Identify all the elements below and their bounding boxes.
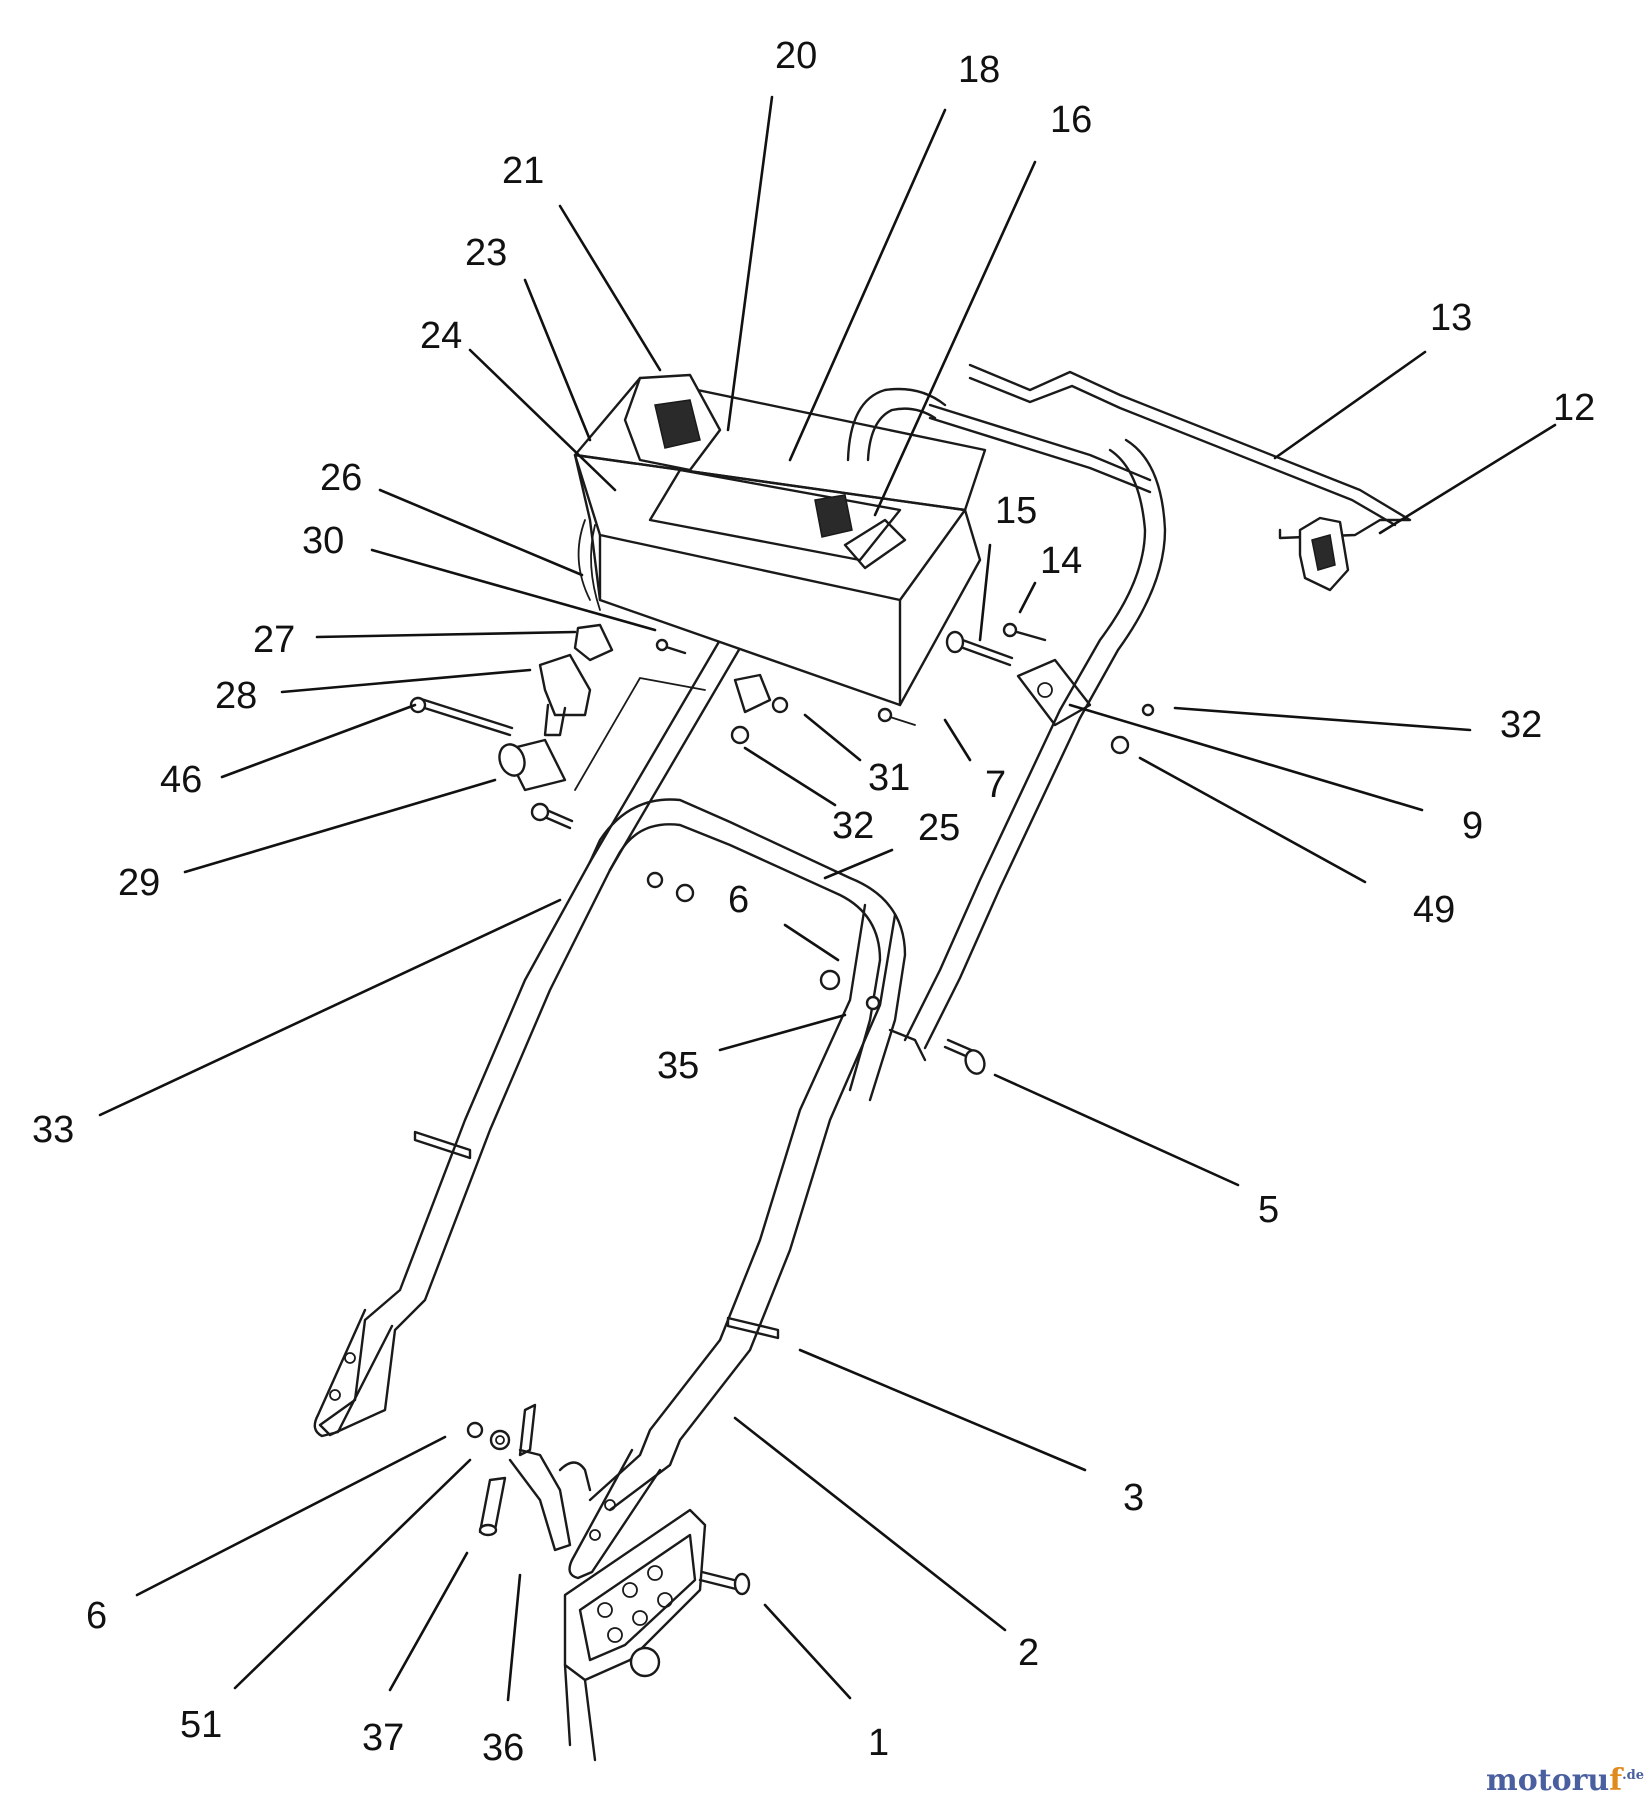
- panel-inner-tray: [648, 468, 902, 562]
- right-handle-pivot-plate: [568, 1448, 662, 1580]
- callout-36: 36: [482, 1727, 524, 1769]
- callout-32-left: 32: [832, 805, 874, 847]
- upper-handle-bar: [588, 798, 907, 1102]
- leader-lines: [98, 95, 1557, 1702]
- panel-top-face: [573, 376, 987, 512]
- right-upper-tube: [903, 708, 1082, 1050]
- callout-7: 7: [985, 764, 1006, 806]
- pivot-bracket: [1016, 658, 1092, 727]
- callout-30: 30: [302, 520, 344, 562]
- watermark-logo: motoruf.de: [1486, 1763, 1644, 1798]
- left-handle-pivot-plate: [313, 1308, 394, 1438]
- callout-25: 25: [918, 807, 960, 849]
- callout-16: 16: [1050, 99, 1092, 141]
- callout-23: 23: [465, 232, 507, 274]
- callout-29: 29: [118, 862, 160, 904]
- callout-46: 46: [160, 759, 202, 801]
- callout-24: 24: [420, 315, 462, 357]
- upper-main-tube: [588, 638, 742, 872]
- callout-33: 33: [32, 1109, 74, 1151]
- callout-32-right: 32: [1500, 704, 1542, 746]
- watermark-tld: .de: [1622, 1768, 1644, 1783]
- hardware-parts: [409, 622, 1155, 1075]
- left-handle-clip: [413, 1130, 472, 1160]
- ignition-wire: [574, 677, 706, 791]
- watermark-main: motoru: [1485, 1763, 1610, 1798]
- watermark-accent: f: [1609, 1763, 1623, 1798]
- callout-labels: 1 2 3 5 6 6 7 9 12 13 14 15 16 18 20 21 …: [32, 35, 1595, 1769]
- callout-6-lower: 6: [86, 1595, 107, 1637]
- callout-20: 20: [775, 35, 817, 77]
- handle-assembly-drawing: [313, 363, 1412, 1762]
- callout-18: 18: [958, 49, 1000, 91]
- callout-28: 28: [215, 675, 257, 717]
- callout-51: 51: [180, 1704, 222, 1746]
- callout-13: 13: [1430, 297, 1472, 339]
- callout-31: 31: [868, 757, 910, 799]
- right-lower-handle: [588, 903, 897, 1512]
- deck-bracket: [563, 1508, 751, 1762]
- right-upper-tube-top: [1058, 438, 1167, 720]
- callout-5: 5: [1258, 1189, 1279, 1231]
- callout-12: 12: [1553, 387, 1595, 429]
- callout-26: 26: [320, 457, 362, 499]
- callout-1: 1: [868, 1722, 889, 1764]
- callout-3: 3: [1123, 1477, 1144, 1519]
- callout-37: 37: [362, 1717, 404, 1759]
- primer-button: [814, 494, 853, 538]
- callout-6-mid: 6: [728, 879, 749, 921]
- callout-35: 35: [657, 1045, 699, 1087]
- panel-wires: [577, 519, 601, 611]
- bail-rear-bar: [928, 403, 1152, 494]
- right-handle-clip: [726, 1316, 780, 1340]
- lower-hardware: [466, 1403, 592, 1552]
- control-panel-housing: [573, 453, 982, 707]
- callout-2: 2: [1018, 1632, 1039, 1674]
- callout-21: 21: [502, 150, 544, 192]
- callout-14: 14: [1040, 540, 1082, 582]
- callout-49: 49: [1413, 889, 1455, 931]
- callout-9: 9: [1462, 805, 1483, 847]
- callout-27: 27: [253, 619, 295, 661]
- callout-15: 15: [995, 490, 1037, 532]
